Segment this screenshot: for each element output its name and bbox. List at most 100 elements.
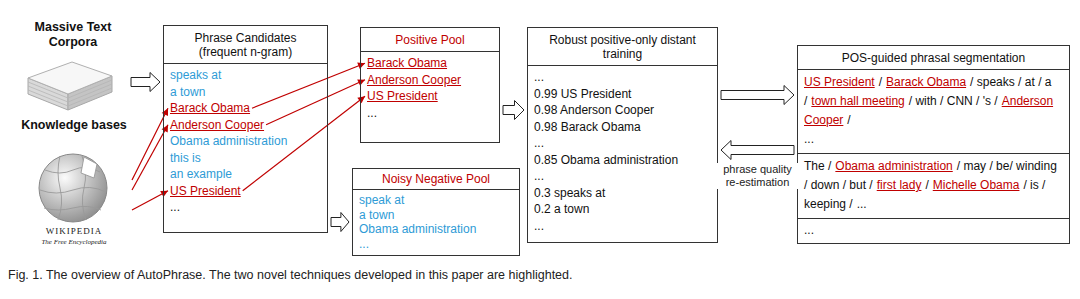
list-entry: 0.2 a town: [534, 201, 711, 218]
list-entry: 0.98 Anderson Cooper: [534, 102, 711, 119]
box-header: Robust positive-only distant training: [528, 28, 717, 66]
word-segment: /: [879, 75, 882, 89]
phrase-text: US President: [367, 89, 438, 103]
item-list: speaks at a townBarack ObamaAnderson Coop…: [164, 64, 327, 220]
phrase-item: ...: [367, 105, 377, 122]
phrase-segment: town hall meeting: [811, 94, 904, 108]
block-arrow: [131, 73, 160, 92]
phrase-segment: first lady: [877, 178, 922, 192]
list-entry: ...: [534, 69, 711, 86]
phrase-segment: Michelle Obama: [933, 178, 1020, 192]
link-line: [252, 63, 365, 108]
list-entry: 0.98 Barack Obama: [534, 119, 711, 136]
block-arrow-shape: [721, 86, 794, 105]
segmented-sentence: US President/Barack Obama/ speaks / at /…: [798, 70, 1069, 154]
edge-label: phrase quality re-estimation: [715, 163, 801, 189]
arrowhead: [357, 63, 365, 70]
segmentation-box: POS-guided phrasal segmentation US Presid…: [797, 45, 1070, 244]
word-segment: ...: [857, 197, 867, 211]
logo-wordmark: WIKIPEDIA: [18, 226, 130, 237]
word-segment: / with / CNN / 's /: [909, 94, 998, 108]
entry-list: ...0.99 US President0.98 Anderson Cooper…: [528, 66, 717, 238]
box-header: POS-guided phrasal segmentation: [798, 46, 1069, 70]
negative-pool-box: Noisy Negative Pool speak ata townObama a…: [352, 168, 520, 256]
phrase-text: ...: [170, 200, 180, 214]
list-entry: a town: [359, 208, 513, 223]
segmented-sentence: The /Obama administration/ may / be/ win…: [798, 154, 1069, 219]
phrase-text: this is: [170, 151, 201, 165]
logo-wordmark: The Free Encyclopedia: [18, 237, 130, 248]
block-arrow: [721, 86, 794, 105]
box-title: Robust positive-only distant training: [533, 33, 713, 61]
list-entry: ...: [534, 168, 711, 185]
phrase-item: US President: [170, 183, 241, 200]
training-box: Robust positive-only distant training...…: [527, 27, 718, 243]
list-entry: 0.99 US President: [534, 86, 711, 103]
source-corpora: Massive Text Corpora: [18, 20, 128, 112]
item-list: Barack ObamaAnderson Cooper US President.…: [361, 52, 499, 125]
block-arrow-shape: [503, 101, 524, 120]
phrase-text: ...: [367, 106, 377, 120]
phrase-text: an example: [170, 167, 232, 181]
link-arrow: [252, 63, 365, 109]
block-arrow-shape: [331, 213, 349, 232]
link-line: [266, 80, 365, 125]
box-title: Phrase Candidates (frequent n-gram): [190, 31, 302, 59]
phrase-text: Anderson Cooper: [367, 73, 461, 87]
block-arrow: [331, 213, 349, 232]
word-segment: /: [847, 113, 850, 127]
block-arrow-shape: [721, 141, 794, 160]
phrase-item: US President: [367, 88, 438, 105]
phrase-item: Obama administration: [170, 133, 287, 150]
source-label: Massive Text Corpora: [18, 20, 128, 50]
phrase-text: Barack Obama: [367, 56, 447, 70]
box-title: POS-guided phrasal segmentation: [802, 51, 1065, 65]
phrase-segment: Obama administration: [835, 159, 952, 173]
arrowhead: [357, 96, 365, 103]
block-arrow-shape: [131, 73, 160, 92]
word-segment: The /: [804, 159, 831, 173]
block-arrow: [721, 141, 794, 160]
paper-stack-icon: [28, 62, 112, 110]
box-header: Phrase Candidates (frequent n-gram): [164, 26, 327, 64]
entry-list: speak ata townObama administration...: [353, 190, 519, 255]
positive-pool-box: Positive PoolBarack ObamaAnderson Cooper…: [360, 27, 500, 143]
phrase-item: Barack Obama: [367, 55, 447, 72]
phrase-item: an example: [170, 166, 232, 183]
list-entry: ...: [534, 218, 711, 235]
phrase-item: Barack Obama: [170, 100, 250, 117]
phrase-text: Barack Obama: [170, 101, 250, 115]
phrase-text: a town: [170, 85, 205, 99]
phrase-item: this is: [170, 150, 201, 167]
list-entry: ...: [804, 222, 1063, 239]
phrase-segment: Barack Obama: [886, 75, 966, 89]
phrase-item: ...: [170, 199, 180, 216]
phrase-item: speaks at: [170, 67, 221, 84]
phrase-item: Anderson Cooper: [367, 72, 461, 89]
phrase-text: Obama administration: [170, 134, 287, 148]
box-header: Noisy Negative Pool: [353, 169, 519, 190]
entry-list: ...: [798, 219, 1069, 243]
phrase-item: a town: [170, 84, 205, 101]
figure-caption: Fig. 1. The overview of AutoPhrase. The …: [8, 268, 572, 283]
wikipedia-globe-icon: [39, 154, 107, 222]
list-entry: ...: [534, 135, 711, 152]
word-segment: /: [925, 178, 928, 192]
candidate-box: Phrase Candidates (frequent n-gram) speak…: [163, 25, 328, 233]
source-knowledge-base: Knowledge bases: [18, 118, 130, 234]
list-entry: Obama administration: [359, 222, 513, 237]
phrase-text: speaks at: [170, 68, 221, 82]
phrase-text: Anderson Cooper: [170, 118, 264, 132]
box-title: Noisy Negative Pool: [357, 172, 515, 186]
phrase-segment: US President: [804, 75, 875, 89]
list-entry: ...: [359, 237, 513, 252]
phrase-item: Anderson Cooper: [170, 117, 264, 134]
list-entry: 0.3 speaks at: [534, 185, 711, 202]
arrowhead: [357, 80, 365, 86]
phrase-text: US President: [170, 184, 241, 198]
block-arrow: [503, 101, 524, 120]
box-header: Positive Pool: [361, 28, 499, 52]
list-entry: 0.85 Obama administration: [534, 152, 711, 169]
source-label: Knowledge bases: [18, 118, 130, 133]
